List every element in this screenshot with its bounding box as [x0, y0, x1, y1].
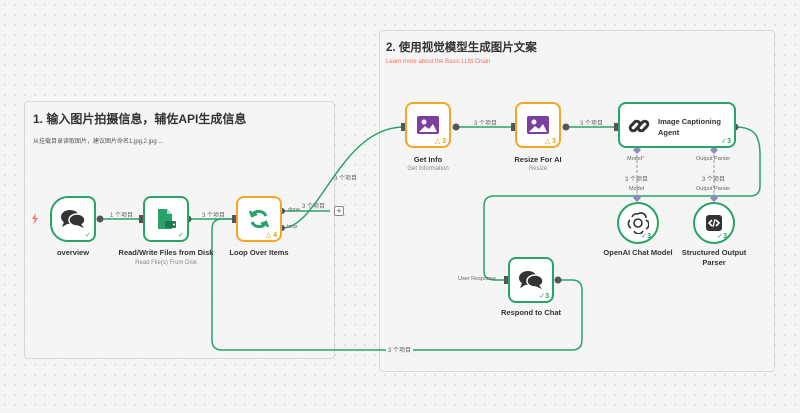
chain-link-icon	[628, 115, 650, 142]
edge-label: 3 个项目	[202, 213, 226, 219]
image-icon	[407, 104, 449, 146]
node-respond-to-chat[interactable]: ✓3	[508, 257, 554, 303]
edge-label: 3 个项目	[702, 177, 726, 183]
node-resize-for-ai[interactable]: △ 3	[515, 102, 561, 148]
node-label: OpenAI Chat Model	[603, 248, 673, 257]
file-disk-icon	[145, 198, 187, 240]
port-label-output-parser: Output Parser	[696, 156, 731, 162]
edge-label: 3 个项目	[625, 177, 649, 183]
port-label-model-top: Model	[629, 186, 644, 192]
node-image-captioning-agent[interactable]: Image Captioning Agent ✓3	[618, 102, 736, 148]
port-label-model: Model*	[627, 156, 645, 162]
node-get-info[interactable]: △ 3	[405, 102, 451, 148]
edge-loop-to-getinfo	[281, 126, 405, 229]
success-check-icon: ✓3	[539, 293, 549, 300]
code-brackets-icon	[695, 204, 733, 242]
pinned-count-badge: △ 4	[265, 232, 277, 239]
success-check-icon: ✓3	[717, 233, 727, 240]
loop-arrows-icon	[238, 198, 280, 240]
node-overview[interactable]: ✓	[50, 196, 96, 242]
node-structured-output-parser[interactable]: ✓3	[693, 202, 735, 244]
node-label: Structured Output Parser	[681, 248, 747, 267]
node-loop-over-items[interactable]: △ 4	[236, 196, 282, 242]
node-label: Resize For AI	[514, 155, 562, 164]
sticky-note-subtitle: 从挂载目录读取图片，建议图片命名1.jpg,2.jpg ...	[33, 139, 164, 145]
pinned-count-badge: △ 3	[544, 138, 556, 145]
sticky-note-title: 1. 输入图片拍摄信息，辅佐API生成信息	[33, 112, 247, 126]
edge-label: 3 个项目	[386, 345, 414, 354]
node-sublabel: Read File(s) From Disk	[135, 260, 197, 266]
node-label: overview	[56, 248, 90, 257]
image-icon	[517, 104, 559, 146]
node-label: Get Info	[413, 155, 443, 164]
node-label: Respond to Chat	[501, 308, 561, 317]
edge-agent-to-respond	[483, 126, 761, 281]
chat-bubbles-icon	[510, 259, 552, 301]
port-label-loop: loop	[287, 224, 298, 230]
edge-label: 3 个项目	[334, 176, 358, 182]
node-label: Image Captioning Agent	[658, 117, 721, 137]
edge-label: 3 个项目	[580, 121, 604, 127]
node-sublabel: Resize	[528, 166, 548, 172]
node-label: Loop Over Items	[229, 248, 289, 257]
node-read-write-files[interactable]: ✓	[143, 196, 189, 242]
port-label-done: done	[288, 207, 301, 213]
node-sublabel: Get Information	[407, 166, 449, 172]
success-check-icon: ✓	[178, 232, 184, 239]
trigger-bolt-icon	[32, 213, 38, 225]
edge-label: 1 个项目	[110, 213, 134, 219]
docs-link[interactable]: Learn more about the Basic LLM Chain	[386, 59, 491, 65]
node-label: Read/Write Files from Disk	[118, 248, 214, 257]
edge-label: 3 个项目	[302, 204, 326, 210]
sticky-note-title: 2. 使用视觉模型生成图片文案	[386, 42, 537, 54]
port-label-user-response: User Response	[458, 276, 496, 282]
openai-icon	[619, 204, 657, 242]
pinned-count-badge: △ 3	[434, 138, 446, 145]
sticky-note-vision[interactable]: 2. 使用视觉模型生成图片文案 Learn more about the Bas…	[379, 30, 775, 372]
edge-label: 3 个项目	[474, 121, 498, 127]
success-check-icon: ✓	[85, 232, 91, 239]
port-label-output-parser-top: Output Parser	[696, 186, 731, 192]
success-check-icon: ✓3	[641, 233, 651, 240]
success-check-icon: ✓3	[721, 138, 731, 145]
add-node-button[interactable]: +	[334, 206, 344, 216]
node-openai-chat-model[interactable]: ✓3	[617, 202, 659, 244]
chat-bubbles-icon	[52, 198, 94, 240]
